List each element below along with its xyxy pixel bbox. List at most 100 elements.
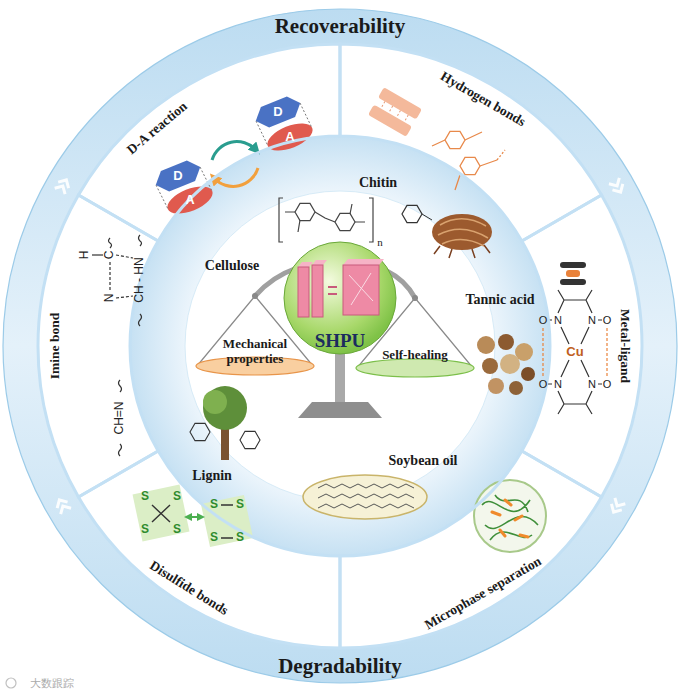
microphase-figure: [474, 480, 546, 552]
hydrogen-bond-figure: [445, 131, 465, 148]
metal-ligand-figure: [560, 279, 586, 285]
cube-part: [298, 262, 313, 267]
mechanism-sector: D-A reaction: [75, 41, 343, 244]
metal-ligand-figure: [558, 290, 592, 313]
shpu-sphere: SHPU: [283, 241, 397, 355]
background-discs: [185, 191, 495, 501]
hydrogen-bond-figure: [381, 102, 408, 122]
sector-outline: [38, 195, 158, 497]
cube-part: [312, 265, 323, 317]
material-label: Chitin: [359, 175, 397, 191]
cellulose-figure: [279, 198, 373, 242]
sector-outline: [78, 44, 340, 241]
sulfur-label: S: [236, 498, 244, 512]
group-label: CH=N: [113, 401, 127, 434]
lignin-figure: [240, 431, 260, 448]
tannic-acid-figure: [521, 367, 535, 381]
lignin-figure: [190, 423, 210, 440]
mechanism-label: Metal-ligand: [617, 309, 633, 383]
soybean-oil-figure: [318, 484, 414, 508]
background-discs: [130, 136, 550, 556]
scale-pan: Self-healing: [355, 344, 475, 378]
mechanism-sector: Hydrogen bonds: [337, 41, 605, 244]
ring-band: [3, 9, 677, 683]
chitin-figure: [434, 245, 490, 258]
healing-cubes: [298, 259, 384, 317]
microphase-figure: [474, 480, 546, 552]
mechanism-sector: Disulfide bonds: [75, 448, 343, 651]
chevron-mark: [608, 498, 625, 515]
tannic-acid-figure: [477, 336, 495, 354]
ring-heading: Recoverability: [275, 14, 406, 38]
sulfur-label: S: [141, 490, 149, 504]
metal-ligand-figure: [543, 290, 607, 414]
metal-ligand-figure: [560, 262, 586, 268]
tannic-acid-figure: [488, 378, 504, 394]
pan-label: Self-healing: [369, 348, 461, 363]
lignin-figure: [203, 386, 247, 430]
balance-scale: [298, 402, 382, 418]
atom-label: O: [603, 314, 612, 327]
sphere-shape: [284, 242, 396, 354]
lignin-figure: [221, 428, 229, 460]
chevron-mark: [609, 178, 626, 195]
atom-label: C: [103, 251, 117, 260]
imine-figure: [109, 262, 110, 291]
tannic-acid-figure: [509, 381, 523, 395]
atom-label: N: [554, 378, 562, 391]
mechanism-sector-outline: [75, 448, 343, 651]
chitin-figure: [402, 205, 492, 258]
lignin-figure: [203, 390, 227, 414]
cube-part: [312, 260, 327, 265]
atom-label: N: [588, 314, 596, 327]
diels-alder-pairs: [214, 168, 258, 186]
donor-letter: D: [273, 105, 282, 120]
background-discs: [38, 44, 642, 648]
imine-figure: [109, 238, 112, 248]
tannic-acid-figure: [498, 334, 514, 350]
mechanism-label: Imine bond: [47, 313, 63, 379]
diels-alder-pairs: [252, 93, 305, 131]
atom-label: N: [103, 294, 117, 303]
material-label: Soybean oil: [389, 453, 458, 469]
chitin-figure: [432, 214, 492, 250]
chevron-mark: [54, 497, 71, 514]
mechanism-sector-outline: [75, 41, 343, 244]
sulfur-label: S: [173, 490, 181, 504]
metal-label: Cu: [566, 345, 583, 360]
repeat-subscript: n: [377, 236, 383, 249]
sulfur-label: S: [210, 531, 218, 545]
soybean-oil-figure: [303, 475, 427, 519]
hydrogen-bond-figure: [368, 87, 422, 137]
atom-label: N: [588, 378, 596, 391]
disulfide-figure: [188, 516, 201, 518]
imine-figure: [119, 380, 122, 456]
sector-outline: [340, 44, 602, 241]
watermark-icon: [6, 678, 16, 688]
chitin-figure: [422, 214, 432, 220]
imine-figure: [92, 235, 142, 456]
ring-heading: Degradability: [278, 654, 402, 678]
mechanism-sector: Microphase separation: [337, 448, 605, 651]
hydrogen-bond-figure: [368, 104, 412, 136]
pan-label: Mechanical properties: [209, 337, 301, 367]
tannic-acid-figure: [500, 354, 520, 374]
sector-outline: [522, 195, 642, 497]
mechanism-sector-outline: [337, 448, 605, 651]
mechanism-sector-outline: [337, 41, 605, 244]
atom-label: H: [78, 251, 92, 260]
material-label: Tannic acid: [465, 292, 534, 308]
sulfur-label: S: [173, 523, 181, 537]
sector-outline: [78, 451, 340, 648]
microphase-figure: [482, 495, 538, 540]
material-label: Cellulose: [205, 258, 259, 274]
microphase-figure: [492, 500, 528, 537]
cube-part: [343, 259, 384, 265]
atom-label: N: [554, 314, 562, 327]
sulfur-label: S: [210, 498, 218, 512]
cellulose-figure: [279, 198, 373, 242]
watermark-icon: [6, 678, 16, 688]
chitin-figure: [438, 219, 488, 246]
imine-figure: [92, 254, 103, 255]
